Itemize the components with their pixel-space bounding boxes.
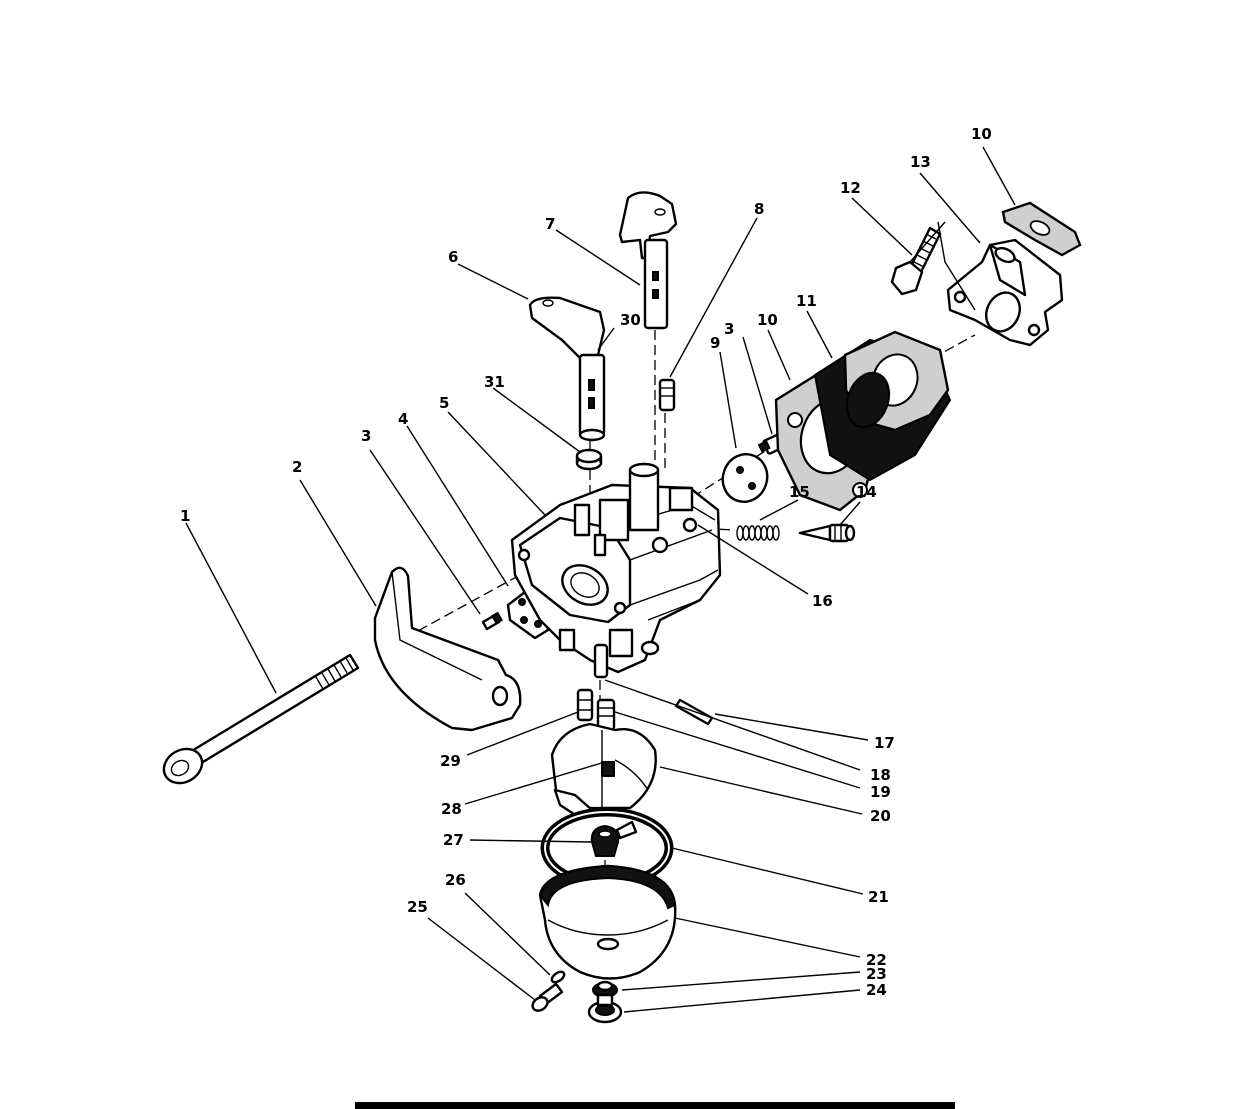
label-part-23: 23 <box>866 965 887 983</box>
label-part-13: 13 <box>910 153 931 171</box>
part-1-bolt <box>162 653 360 785</box>
part-6-choke-lever <box>528 296 606 362</box>
label-part-27: 27 <box>443 831 464 849</box>
part-9-throttle-plate <box>721 453 769 503</box>
label-part-21: 21 <box>868 888 889 906</box>
label-part-12: 12 <box>840 179 861 197</box>
part-7-throttle-shaft <box>618 191 678 330</box>
cropped-bottom-artwork <box>355 1102 955 1109</box>
label-part-1: 1 <box>180 507 190 525</box>
part-27-valve <box>590 820 638 857</box>
label-part-17: 17 <box>874 734 895 752</box>
part-29-jet <box>576 688 594 722</box>
label-part-4: 4 <box>398 410 408 428</box>
label-part-2: 2 <box>292 458 302 476</box>
part-18-19-needle-seat <box>593 643 616 732</box>
label-part-18: 18 <box>870 766 891 784</box>
label-part-19: 19 <box>870 783 891 801</box>
label-part-16: 16 <box>812 592 833 610</box>
part-10-gasket-top <box>1001 201 1082 257</box>
label-part-14: 14 <box>856 483 877 501</box>
label-part-10-mid: 10 <box>757 311 778 329</box>
part-23-24-bowl-screw <box>587 980 623 1024</box>
label-part-22: 22 <box>866 951 887 969</box>
label-part-11: 11 <box>796 292 817 310</box>
label-part-30: 30 <box>620 311 641 329</box>
part-14-idle-screw <box>798 523 856 543</box>
label-part-6: 6 <box>448 248 458 266</box>
label-part-10-top: 10 <box>971 125 992 143</box>
part-12-bolt <box>890 226 942 296</box>
part-22-fuel-bowl <box>538 864 677 980</box>
label-part-29: 29 <box>440 752 461 770</box>
label-part-31: 31 <box>484 373 505 391</box>
part-8-pin <box>658 378 676 412</box>
label-part-8: 8 <box>754 200 764 218</box>
label-part-24: 24 <box>866 981 887 999</box>
part-20-float <box>550 722 657 810</box>
label-part-5: 5 <box>439 394 449 412</box>
part-2-bracket <box>373 566 522 732</box>
label-part-28: 28 <box>441 800 462 818</box>
part-13-adapter <box>946 238 1064 347</box>
leader-lines <box>185 146 1016 1013</box>
part-25-26-screw-washer <box>531 970 566 1012</box>
part-5-carburetor-body <box>510 462 722 674</box>
label-part-7: 7 <box>545 215 555 233</box>
label-part-9: 9 <box>710 334 720 352</box>
label-part-26: 26 <box>445 871 466 889</box>
part-11-insulator <box>813 330 952 482</box>
part-31-seal <box>575 448 603 471</box>
label-part-20: 20 <box>870 807 891 825</box>
part-30-choke-shaft <box>578 353 606 442</box>
part-15-spring <box>736 525 780 541</box>
part-3-screw-left <box>481 611 503 631</box>
part-labels: 1 2 3 4 5 6 7 8 30 31 9 3 10 11 12 13 10… <box>180 125 992 999</box>
label-part-25: 25 <box>407 898 428 916</box>
label-part-3-right: 3 <box>724 320 734 338</box>
label-part-15: 15 <box>789 483 810 501</box>
label-part-3-left: 3 <box>361 427 371 445</box>
